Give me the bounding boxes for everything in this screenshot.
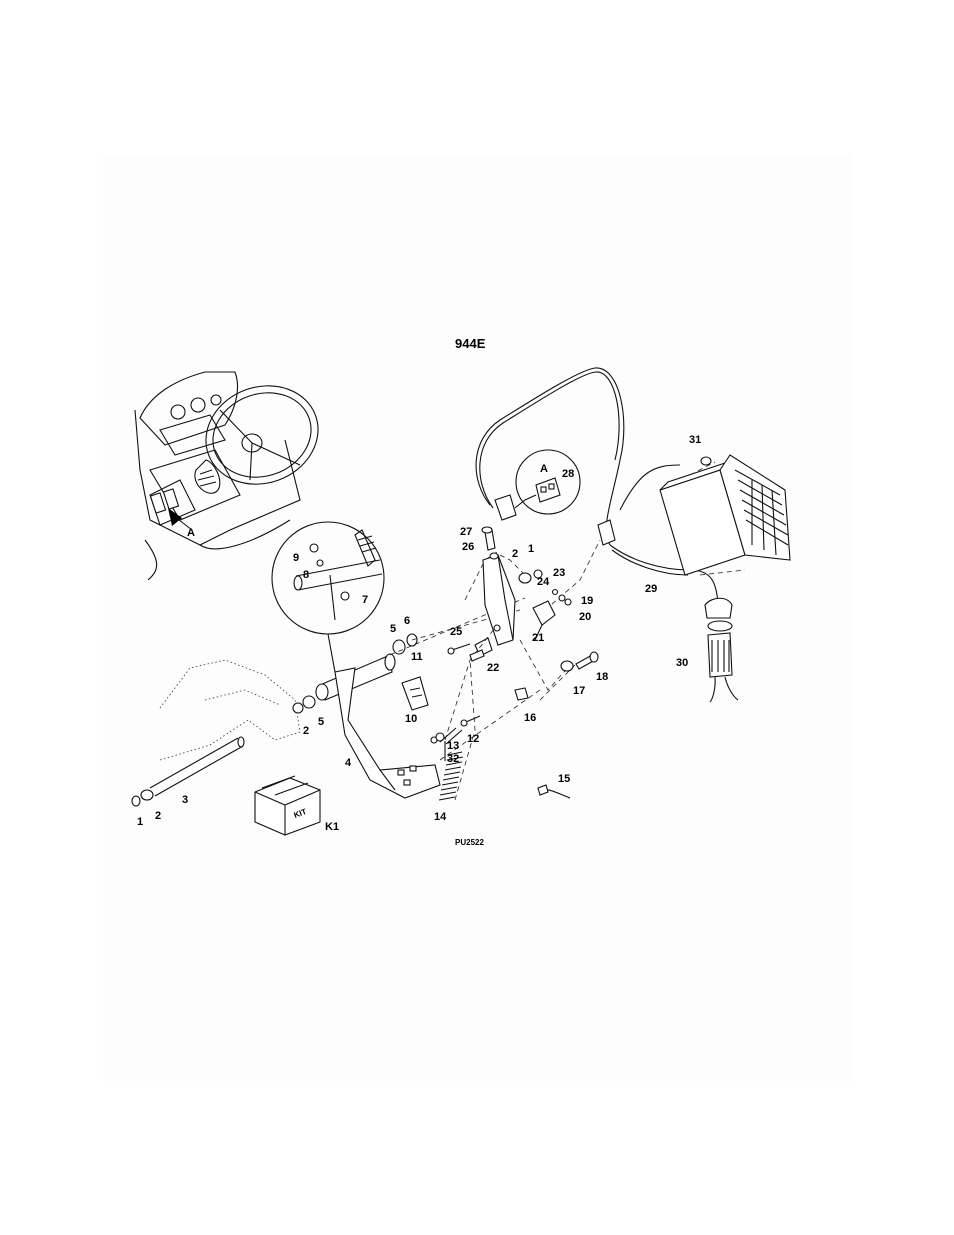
kit-box: KIT [255, 776, 320, 835]
callout-11: 11 [411, 651, 423, 663]
callout-10: 10 [405, 713, 417, 725]
callout-16: 16 [524, 712, 536, 724]
callout-27: 27 [460, 526, 472, 538]
callout-25: 25 [450, 626, 462, 638]
callout-3: 3 [182, 794, 188, 806]
callout-A-detail: A [540, 463, 548, 475]
callout-8: 8 [303, 569, 309, 581]
diagram-title: 944E [455, 336, 486, 351]
callout-29: 29 [645, 583, 657, 595]
callout-20: 20 [579, 611, 591, 623]
callout-6: 6 [404, 615, 410, 627]
callout-26: 26 [462, 541, 474, 553]
callout-7: 7 [362, 594, 368, 606]
callout-28: 28 [562, 468, 574, 480]
callout-30: 30 [676, 657, 688, 669]
callout-9: 9 [293, 552, 299, 564]
callout-5a: 5 [318, 716, 324, 728]
callout-2b-left: 2 [303, 725, 309, 737]
cab-dashboard-illustration [135, 370, 332, 580]
callout-1c: 1 [528, 543, 534, 555]
callout-32: 32 [447, 753, 459, 765]
callout-5b: 5 [390, 623, 396, 635]
callout-4: 4 [345, 757, 352, 769]
assembly-line [455, 660, 475, 800]
callout-17: 17 [573, 685, 585, 697]
callout-K1: K1 [325, 821, 339, 833]
callout-12: 12 [467, 733, 479, 745]
controller-module [660, 455, 790, 575]
callout-19: 19 [581, 595, 593, 607]
connector-detail-circle [515, 450, 580, 514]
callout-2c: 2 [512, 548, 518, 560]
callout-1a: 1 [137, 816, 143, 828]
floor-plate-phantom [160, 660, 300, 760]
callout-15: 15 [558, 773, 570, 785]
callout-23: 23 [553, 567, 565, 579]
callout-14: 14 [434, 811, 447, 823]
callout-13: 13 [447, 740, 459, 752]
callout-2a: 2 [155, 810, 161, 822]
callout-22: 22 [487, 662, 499, 674]
callout-21: 21 [532, 632, 544, 644]
callout-24: 24 [537, 576, 550, 588]
callout-31: 31 [689, 434, 701, 446]
callout-A: A [187, 527, 195, 539]
callout-18: 18 [596, 671, 608, 683]
drawing-code: PU2522 [455, 838, 484, 847]
